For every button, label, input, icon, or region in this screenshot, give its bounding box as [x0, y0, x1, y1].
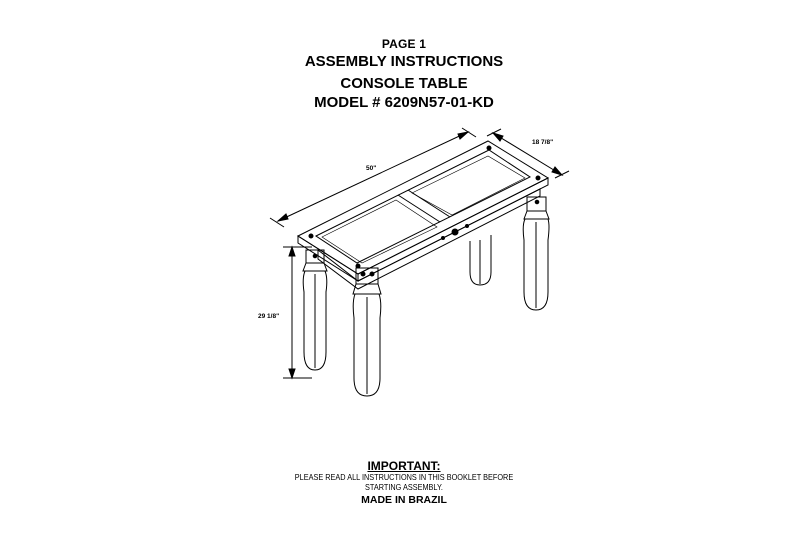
back-right-leg: [522, 196, 550, 311]
front-left-leg: [302, 249, 328, 371]
front-right-leg: [352, 267, 382, 397]
table-top: [296, 140, 550, 282]
page-number: PAGE 1: [381, 37, 427, 51]
instruction-note-line1: PLEASE READ ALL INSTRUCTIONS IN THIS BOO…: [294, 472, 514, 482]
height-label: 29 1/8": [258, 313, 280, 320]
instruction-note-line2: STARTING ASSEMBLY.: [365, 482, 443, 492]
model-number: MODEL # 6209N57-01-KD: [314, 94, 494, 111]
made-in-label: MADE IN BRAZIL: [361, 494, 447, 506]
length-label: 50": [366, 165, 377, 172]
height-dimension-line: [283, 245, 312, 380]
depth-label: 18 7/8": [532, 139, 554, 146]
depth-dimension-line: [486, 128, 570, 179]
front-apron: [317, 188, 541, 290]
back-left-leg: [469, 235, 492, 286]
length-dimension-line: [269, 127, 477, 228]
product-name: CONSOLE TABLE: [340, 75, 468, 92]
important-heading: IMPORTANT:: [367, 459, 441, 473]
document-title: ASSEMBLY INSTRUCTIONS: [304, 53, 504, 70]
